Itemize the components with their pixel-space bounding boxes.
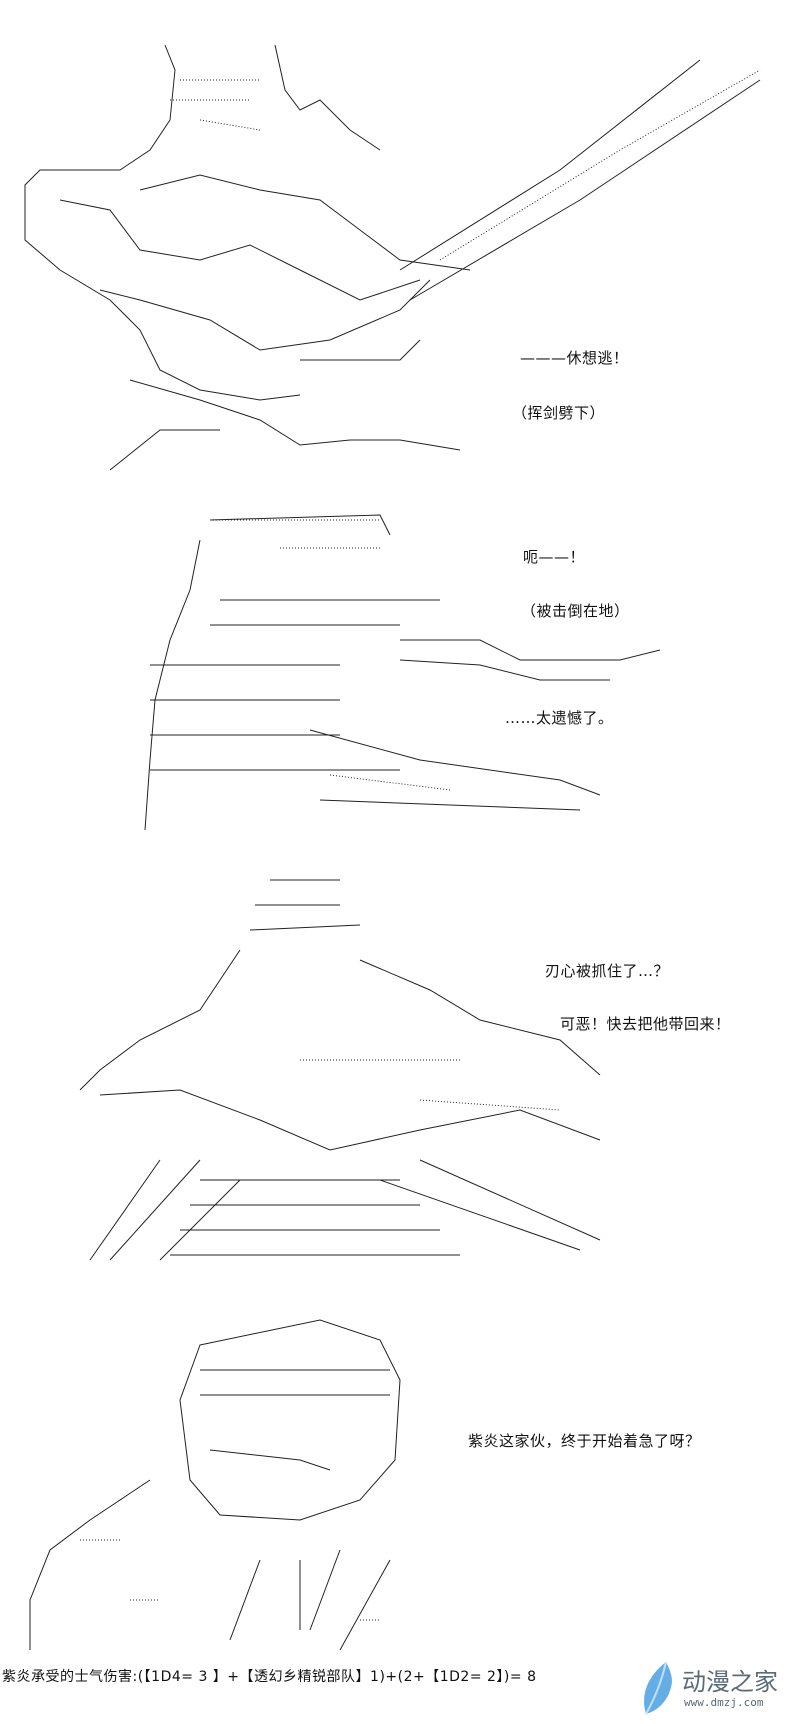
dialogue-ugh: 呃——！ xyxy=(523,548,586,566)
narration-sword-strike: （挥剑劈下） xyxy=(512,404,606,422)
watermark-url: www.dmzj.com xyxy=(684,1696,764,1709)
narration-knocked-down: （被击倒在地） xyxy=(521,602,630,620)
watermark-logo: 动漫之家 www.dmzj.com xyxy=(636,1660,786,1720)
dialogue-dont-escape: ———休想逃！ xyxy=(520,349,629,367)
feather-icon xyxy=(644,1661,672,1715)
ascii-art-illustration xyxy=(24,44,761,1651)
panel-3-art xyxy=(79,879,601,1261)
panel-2-art xyxy=(144,514,661,831)
dialogue-bring-back: 可恶！快去把他带回来！ xyxy=(560,1015,731,1033)
dialogue-zien-anxious: 紫炎这家伙，终于开始着急了呀？ xyxy=(468,1432,701,1450)
panel-4-art xyxy=(29,1319,401,1651)
dialogue-captured: 刃心被抓住了…？ xyxy=(545,962,670,980)
panel-1-art xyxy=(24,44,761,471)
watermark-name: 动漫之家 xyxy=(682,1668,778,1696)
morale-damage-line: 紫炎承受的士气伤害:(【1D4= 3 】+【透幻乡精锐部队】1)+(2+【1D2… xyxy=(2,1669,537,1685)
dialogue-too-bad: ……太遗憾了。 xyxy=(505,709,614,727)
